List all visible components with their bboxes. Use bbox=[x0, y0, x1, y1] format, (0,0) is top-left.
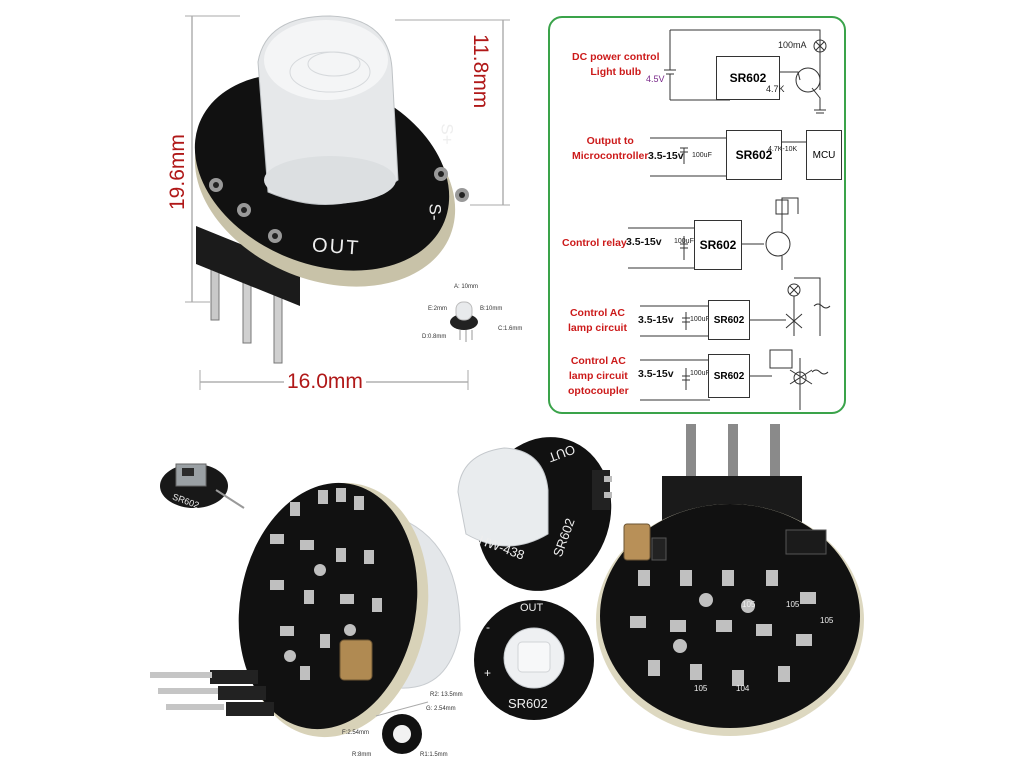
dim-r2: R2: 13.5mm bbox=[430, 692, 463, 698]
application-circuits-panel: DC power control Light bulb 4.5V SR602 1… bbox=[548, 16, 846, 414]
smd-code-3: 104 bbox=[736, 684, 750, 693]
circuit-1-part-0: 100mA bbox=[778, 40, 807, 50]
width-dimension-label: 16.0mm bbox=[284, 370, 366, 394]
back-header-drawing bbox=[596, 424, 864, 736]
angled-board-drawing bbox=[457, 437, 612, 591]
back-header-pins bbox=[150, 670, 274, 716]
dim-c: C:1.6mm bbox=[498, 326, 523, 332]
dim-e: E:2mm bbox=[428, 306, 448, 312]
circuit-4-part-0: 100uF bbox=[690, 316, 710, 323]
lens-height-dimension-label: 11.8mm bbox=[469, 34, 492, 109]
smd-pads-right bbox=[630, 570, 816, 686]
main-product-view: OUT S+ S- 19.6mm 11.8mm 16.0mm A: 10mm B… bbox=[0, 0, 540, 420]
front-view: OUT SR602 + - bbox=[470, 596, 600, 726]
circuit-3-voltage: 3.5-15v bbox=[626, 236, 662, 248]
smd-code-1: 105 bbox=[786, 600, 800, 609]
circuit-1-label: DC power control Light bulb bbox=[572, 51, 660, 78]
back-pcb-drawing bbox=[150, 463, 461, 738]
dimension-lines bbox=[185, 15, 510, 390]
front-plus-label: + bbox=[484, 666, 492, 680]
circuit-1-voltage: 4.5V bbox=[646, 74, 665, 84]
circuit-2-label: Output to Microcontroller bbox=[572, 135, 649, 162]
circuit-wiring bbox=[628, 29, 831, 410]
back-side-view: SR602 bbox=[150, 430, 470, 768]
circuit-5-chip: SR602 bbox=[708, 354, 750, 398]
bottom-dim-diagram: R2: 13.5mm G: 2.54mm F:2.54mm R:8mm R1:1… bbox=[336, 684, 476, 764]
circuit-2-mcu: MCU bbox=[806, 130, 842, 180]
circuit-3-label: Control relay bbox=[562, 237, 627, 249]
circuit-2-voltage: 3.5-15v bbox=[648, 150, 684, 162]
main-sensor-drawing bbox=[194, 15, 469, 364]
circuit-5-voltage: 3.5-15v bbox=[638, 368, 674, 380]
angled-view: OUT HW-438 SR602 bbox=[452, 430, 612, 600]
circuit-2-chip: SR602 bbox=[726, 130, 782, 180]
circuit-1-chip: SR602 bbox=[716, 56, 780, 100]
dim-d: D:0.8mm bbox=[422, 334, 447, 340]
smd-code-2: 105 bbox=[820, 616, 834, 625]
dim-g: G: 2.54mm bbox=[426, 706, 456, 712]
front-chip-label: SR602 bbox=[508, 696, 548, 711]
back-header-view: 105 105 105 104 105 bbox=[590, 420, 870, 768]
circuit-3-chip: SR602 bbox=[694, 220, 742, 270]
dim-r1: R1:1.5mm bbox=[420, 752, 448, 758]
pir-lens bbox=[257, 15, 399, 205]
smd-code-4: 105 bbox=[694, 684, 708, 693]
circuit-4-label: Control AC lamp circuit bbox=[568, 307, 627, 334]
dim-f: F:2.54mm bbox=[342, 730, 370, 736]
dim-r: R:8mm bbox=[352, 752, 372, 758]
circuit-1-part-1: 4.7K bbox=[766, 84, 785, 94]
circuit-2-part-0: 100uF bbox=[692, 152, 712, 159]
chip-sample bbox=[160, 463, 245, 509]
back-pcb-board bbox=[238, 482, 418, 730]
smd-pads bbox=[270, 488, 382, 680]
front-board-drawing bbox=[474, 600, 594, 720]
dim-a: A: 10mm bbox=[454, 284, 479, 290]
front-out-label: OUT bbox=[520, 602, 544, 614]
front-minus-label: - bbox=[486, 620, 490, 634]
circuit-4-voltage: 3.5-15v bbox=[638, 314, 674, 326]
circuit-4-chip: SR602 bbox=[708, 300, 750, 340]
header-pins bbox=[196, 226, 300, 364]
circuit-2-part-1: 4.7K-10K bbox=[768, 146, 798, 153]
circuit-3-part-0: 100uF bbox=[674, 238, 694, 245]
circuit-5-label: Control AC lamp circuit optocoupler bbox=[568, 355, 629, 397]
dim-b: B:10mm bbox=[480, 306, 503, 312]
small-dim-diagram: A: 10mm B:10mm C:1.6mm D:0.8mm E:2mm bbox=[420, 282, 530, 348]
height-dimension-label: 19.6mm bbox=[166, 134, 189, 210]
circuit-5-part-0: 100uF bbox=[690, 370, 710, 377]
smd-code-0: 105 bbox=[742, 600, 756, 609]
